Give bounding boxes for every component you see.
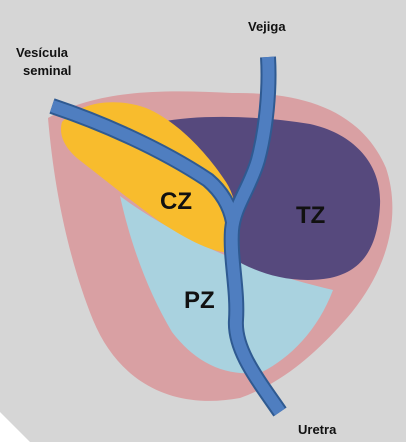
central-zone-label: CZ: [160, 188, 192, 216]
urethra-label: Uretra: [298, 423, 336, 438]
transition-zone-label: TZ: [296, 202, 325, 230]
bladder-label: Vejiga: [248, 20, 286, 35]
seminal-vesicle-label-line2: seminal: [23, 64, 71, 79]
peripheral-zone-label: PZ: [184, 287, 215, 315]
seminal-vesicle-label-line1: Vesícula: [16, 46, 68, 61]
